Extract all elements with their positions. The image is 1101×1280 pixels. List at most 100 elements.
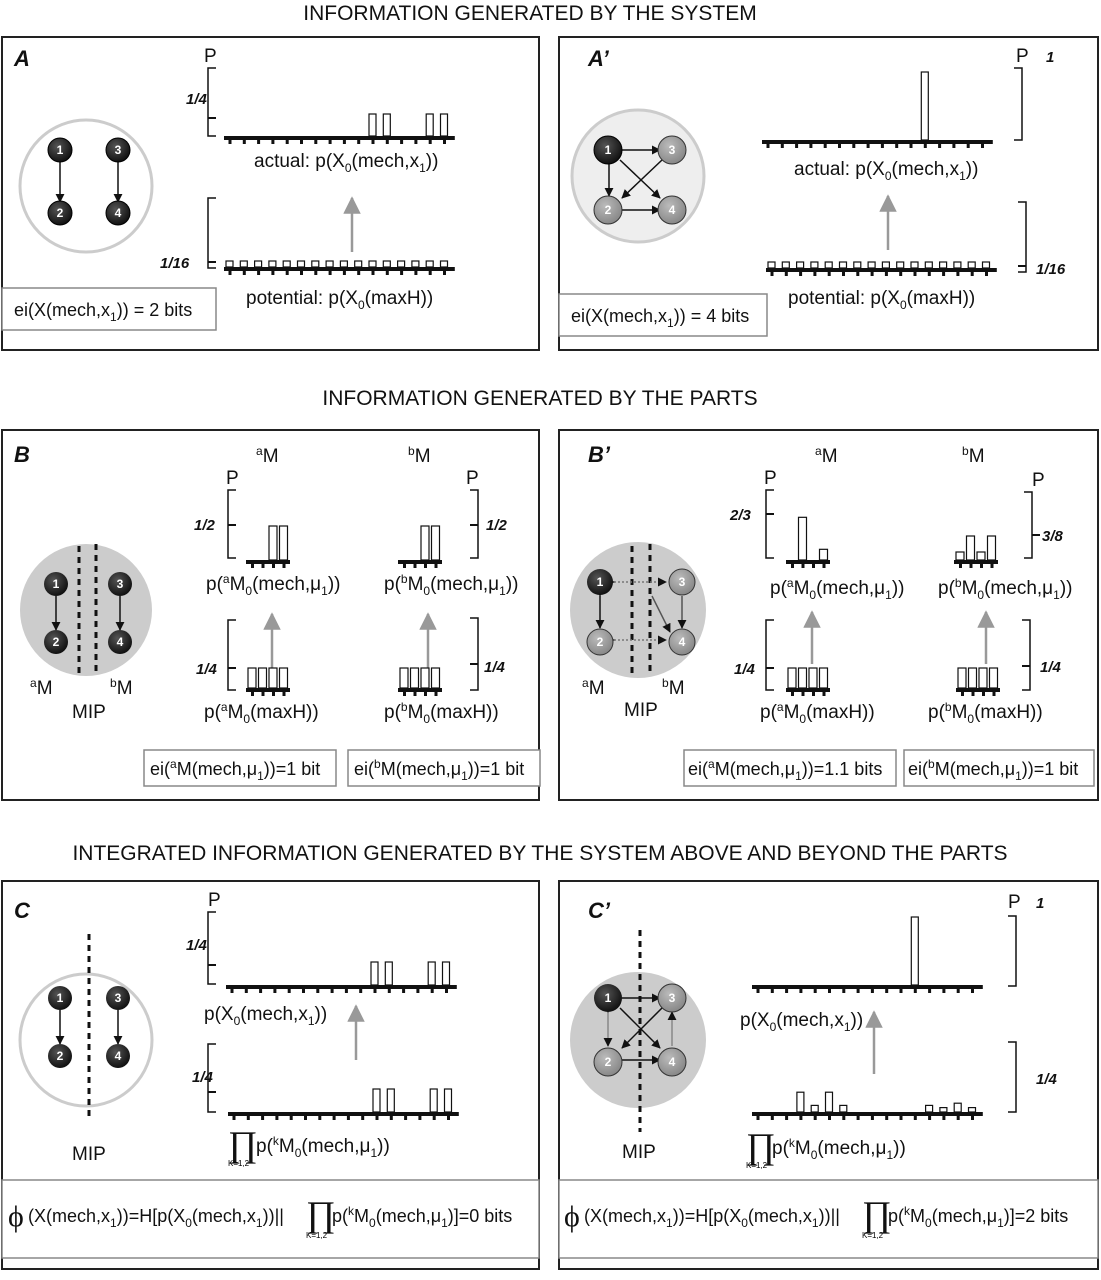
axis-tick bbox=[823, 144, 827, 148]
svg-text:1: 1 bbox=[1046, 49, 1054, 66]
bar bbox=[354, 260, 363, 268]
axis-tick bbox=[257, 271, 261, 275]
axis-tick bbox=[316, 989, 320, 993]
svg-text:1/2: 1/2 bbox=[486, 517, 508, 534]
axis-tick bbox=[314, 140, 318, 144]
axis-baseline bbox=[246, 560, 290, 564]
axis-tick bbox=[443, 140, 446, 144]
svg-text:4: 4 bbox=[669, 203, 676, 217]
axis-tick bbox=[822, 692, 826, 696]
svg-text:1/2: 1/2 bbox=[194, 517, 216, 534]
bar bbox=[965, 535, 976, 561]
axis-tick bbox=[228, 140, 232, 144]
axis-tick bbox=[300, 140, 303, 144]
p-label: P bbox=[204, 46, 217, 67]
svg-text:p(X0(mech,x1)): p(X0(mech,x1)) bbox=[740, 1010, 863, 1034]
bar bbox=[429, 1088, 438, 1113]
axis-tick bbox=[812, 692, 815, 696]
bar bbox=[368, 260, 377, 268]
axis-tick bbox=[980, 564, 983, 568]
axis-tick bbox=[273, 989, 277, 993]
bar bbox=[924, 1104, 934, 1113]
axis-tick bbox=[799, 1116, 803, 1120]
axis-tick bbox=[866, 144, 870, 148]
axis-tick bbox=[434, 564, 438, 568]
bar bbox=[967, 1106, 977, 1113]
svg-text:1/4: 1/4 bbox=[484, 659, 506, 676]
bar bbox=[399, 667, 409, 689]
bar bbox=[867, 261, 876, 269]
bar bbox=[278, 667, 289, 689]
bar bbox=[986, 535, 997, 561]
svg-text:aM: aM bbox=[582, 676, 605, 699]
axis-baseline bbox=[752, 985, 983, 989]
axis-tick bbox=[416, 989, 420, 993]
svg-text:K=1,2: K=1,2 bbox=[306, 1231, 328, 1240]
axis-tick bbox=[961, 692, 964, 696]
svg-text:3/8: 3/8 bbox=[1042, 528, 1064, 545]
axis-tick bbox=[928, 989, 932, 993]
bar bbox=[439, 260, 449, 268]
svg-text:1/4: 1/4 bbox=[186, 937, 208, 954]
bar bbox=[797, 516, 808, 561]
svg-text:aM: aM bbox=[30, 676, 53, 699]
network-A-prime: 1 2 3 4 bbox=[570, 108, 706, 244]
axis-tick bbox=[257, 140, 261, 144]
axis-tick bbox=[969, 564, 973, 568]
bar bbox=[430, 667, 441, 689]
axis-tick bbox=[813, 272, 817, 276]
bar bbox=[439, 113, 449, 137]
axis-tick bbox=[332, 1116, 336, 1120]
axis-tick bbox=[375, 1116, 379, 1120]
svg-text:ϕ: ϕ bbox=[8, 1200, 24, 1233]
axis-tick bbox=[285, 271, 289, 275]
axis-tick bbox=[261, 564, 265, 568]
axis-tick bbox=[795, 144, 799, 148]
bar bbox=[910, 916, 919, 986]
axis-tick bbox=[913, 989, 917, 993]
axis-tick bbox=[780, 144, 784, 148]
svg-text:aM: aM bbox=[256, 444, 279, 467]
axis-tick bbox=[230, 989, 234, 993]
svg-text:ei(X(mech,x1)) = 4 bits: ei(X(mech,x1)) = 4 bits bbox=[571, 306, 749, 330]
histogram-A-actual bbox=[224, 113, 455, 144]
axis-tick bbox=[373, 989, 377, 993]
axis-tick bbox=[424, 564, 427, 568]
svg-text:2: 2 bbox=[597, 635, 604, 649]
axis-tick bbox=[342, 140, 346, 144]
axis-tick bbox=[856, 272, 860, 276]
svg-text:2: 2 bbox=[605, 203, 612, 217]
bar bbox=[853, 261, 862, 269]
bar bbox=[382, 260, 391, 268]
svg-text:p(bM0(maxH)): p(bM0(maxH)) bbox=[928, 700, 1043, 726]
svg-text:P: P bbox=[1008, 892, 1021, 913]
bar bbox=[824, 1091, 834, 1113]
axis-tick bbox=[385, 140, 389, 144]
axis-tick bbox=[909, 144, 913, 148]
axis-tick bbox=[342, 271, 346, 275]
svg-text:MIP: MIP bbox=[624, 700, 658, 721]
bar bbox=[953, 261, 962, 269]
svg-text:A’: A’ bbox=[587, 46, 610, 71]
axis-tick bbox=[261, 692, 265, 696]
svg-text:bM: bM bbox=[662, 676, 685, 699]
axis-tick bbox=[809, 144, 813, 148]
heading-integrated: INTEGRATED INFORMATION GENERATED BY THE … bbox=[72, 842, 1007, 865]
bar bbox=[370, 961, 379, 986]
svg-text:p(aM0(maxH)): p(aM0(maxH)) bbox=[204, 700, 319, 726]
bar bbox=[810, 1104, 819, 1113]
axis-tick bbox=[400, 140, 404, 144]
axis-tick bbox=[272, 564, 275, 568]
axis-tick bbox=[990, 564, 994, 568]
axis-tick bbox=[371, 140, 375, 144]
svg-text:2: 2 bbox=[57, 1049, 64, 1063]
bar bbox=[957, 667, 967, 689]
bar bbox=[795, 261, 805, 269]
panel-B-prime: B’ 1 2 3 4 aM bM MIP aM bM P 2/3 p(aM0(m… bbox=[558, 429, 1099, 801]
axis-tick bbox=[791, 692, 794, 696]
axis-tick bbox=[956, 989, 960, 993]
bar bbox=[325, 260, 334, 268]
axis-tick bbox=[822, 564, 826, 568]
bar bbox=[818, 548, 829, 561]
svg-text:potential: p(X0(maxH)): potential: p(X0(maxH)) bbox=[788, 288, 975, 312]
